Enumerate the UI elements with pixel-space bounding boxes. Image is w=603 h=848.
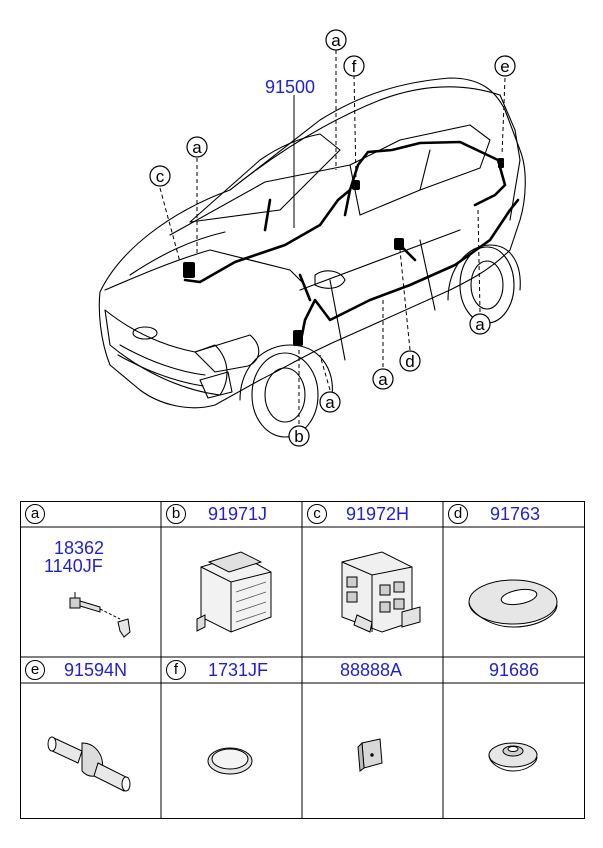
connector-91972h-illustration [341, 551, 421, 633]
callout-d [399, 350, 421, 372]
main-part-number: 91500 [265, 77, 315, 97]
pad-88888a-illustration [357, 738, 383, 772]
callout-b [288, 425, 310, 447]
cell-c-part-number: 91972H [346, 504, 410, 524]
cell-a-letter: a [25, 504, 45, 524]
callout-circles [149, 29, 516, 447]
wiring-harness [183, 140, 520, 347]
callout-f [343, 55, 365, 77]
grommet-91594n-illustration [47, 736, 131, 792]
svg-text:a: a [378, 370, 388, 389]
callout-a-top [325, 29, 347, 51]
svg-text:b: b [294, 427, 303, 446]
callout-a-bottom [319, 391, 341, 413]
svg-text:a: a [331, 31, 341, 50]
leader-lines [159, 50, 506, 424]
svg-text:a: a [192, 138, 202, 157]
cell-91686-part-number: 91686 [489, 660, 540, 680]
svg-text:a: a [325, 393, 335, 412]
cell-e-part-number: 91594N [64, 660, 128, 680]
cell-f-letter: f [166, 660, 186, 680]
callout-a-left [186, 136, 208, 158]
plug-1731jf-illustration [207, 747, 253, 775]
connectors [183, 158, 504, 346]
bolt-bracket-illustration [69, 592, 131, 638]
svg-text:d: d [405, 352, 414, 371]
callout-letters: a f e a c a d a a b [156, 31, 510, 446]
cell-a-part-number-1: 18362 [54, 538, 105, 558]
grommet-91686-illustration [488, 742, 538, 772]
svg-text:c: c [156, 167, 165, 186]
cell-88888a-part-number: 88888A [340, 660, 403, 680]
svg-text:a: a [475, 315, 485, 334]
table-grid [20, 501, 585, 819]
connector-91971j-illustration [196, 551, 272, 633]
parts-table: a b 91971J c 91972H d 91763 18362 1140JF [20, 501, 585, 819]
cell-b-letter: b [166, 504, 186, 524]
cell-b-part-number: 91971J [208, 504, 268, 524]
callout-c [149, 165, 171, 187]
callout-a-mid [372, 368, 394, 390]
cell-d-letter: d [448, 504, 468, 524]
callout-a-right [469, 313, 491, 335]
cell-e-letter: e [25, 660, 45, 680]
cell-d-part-number: 91763 [490, 504, 541, 524]
callout-e [494, 55, 516, 77]
vehicle-outline [98, 77, 526, 438]
cell-f-part-number: 1731JF [208, 660, 269, 680]
grommet-91763-illustration [468, 579, 558, 628]
svg-text:e: e [500, 57, 509, 76]
cell-a-part-number-2: 1140JF [44, 556, 103, 576]
cell-c-letter: c [307, 504, 327, 524]
wiring-harness-diagram: 91500 a f e a c a d a a b [98, 29, 526, 447]
svg-text:f: f [352, 57, 357, 76]
